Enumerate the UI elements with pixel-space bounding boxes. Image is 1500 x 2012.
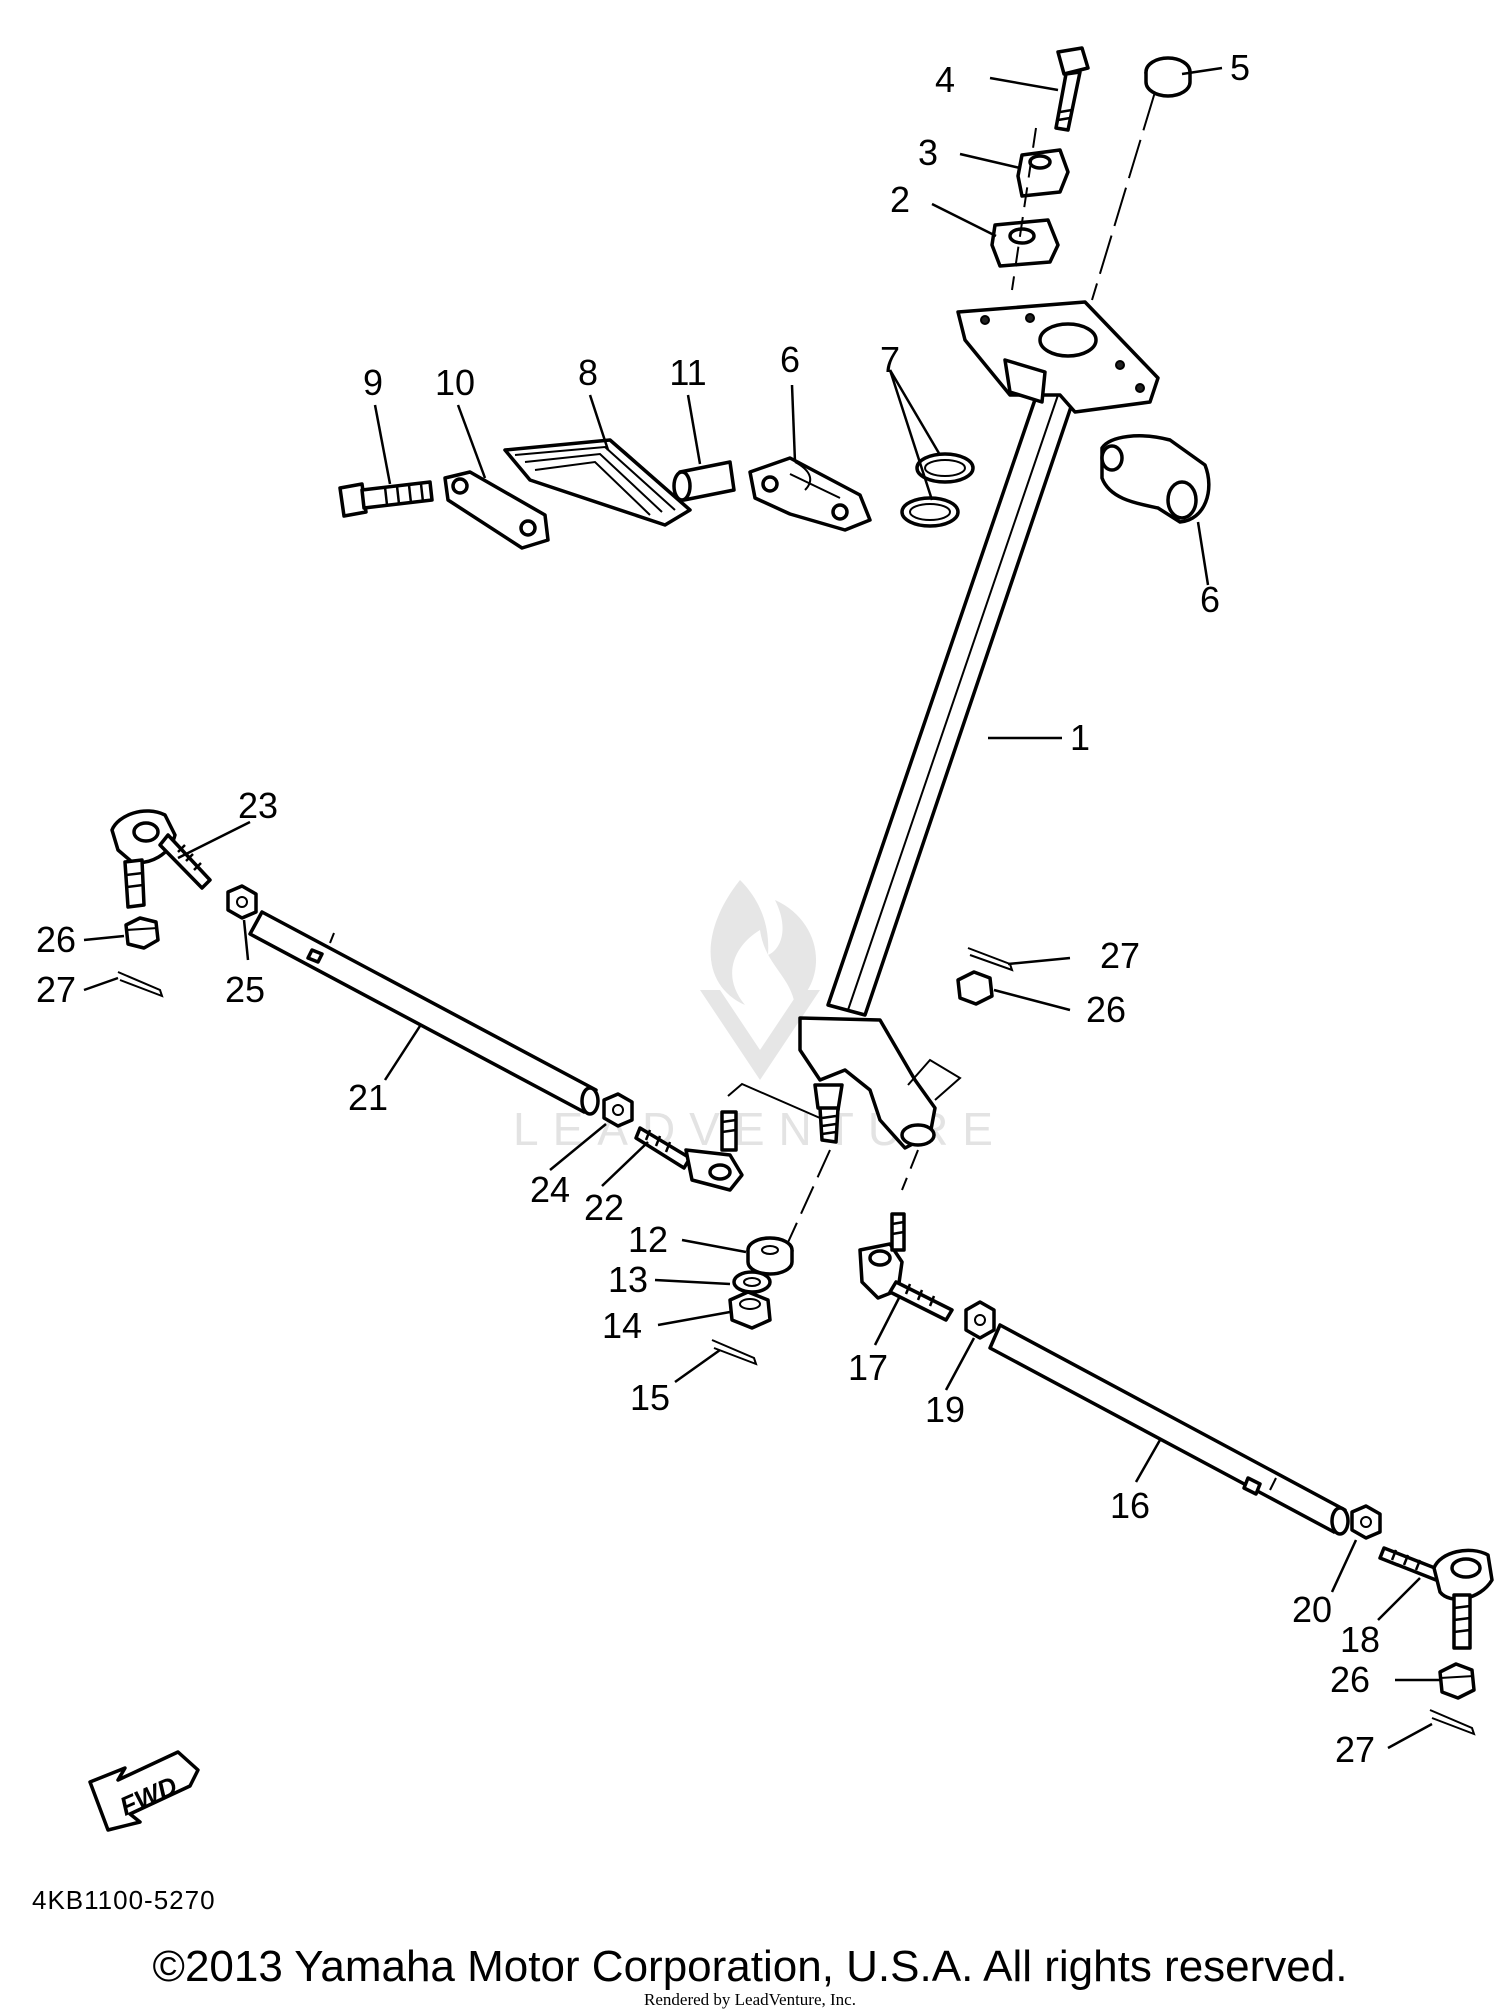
fwd-arrow-icon: FWD xyxy=(88,1750,200,1832)
bolt-4 xyxy=(1054,46,1090,132)
bushing-half-6-right xyxy=(1100,434,1211,524)
seal-7-lower xyxy=(900,496,960,528)
rendered-by-notice: Rendered by LeadVenture, Inc. xyxy=(644,1990,856,2009)
callout-27-left: 27 xyxy=(36,969,76,1010)
cap-5 xyxy=(1144,56,1192,98)
callout-20: 20 xyxy=(1292,1589,1332,1630)
callout-22: 22 xyxy=(584,1187,624,1228)
tie-rod-end-18 xyxy=(1378,1546,1494,1650)
callout-13: 13 xyxy=(608,1259,648,1300)
cotter-pin-27-center xyxy=(967,947,1014,972)
callout-24: 24 xyxy=(530,1169,570,1210)
callout-21: 21 xyxy=(348,1077,388,1118)
tie-rod-16 xyxy=(988,1323,1350,1536)
callout-19: 19 xyxy=(925,1389,965,1430)
callout-14: 14 xyxy=(602,1305,642,1346)
callout-4: 4 xyxy=(935,59,955,100)
nut-25 xyxy=(226,884,258,920)
nut-24 xyxy=(602,1092,634,1128)
callout-6-top: 6 xyxy=(780,339,800,380)
nut-14 xyxy=(728,1290,772,1330)
nut-26-center xyxy=(956,970,994,1006)
column-lower-arm xyxy=(798,1016,937,1150)
cotter-pin-27-right xyxy=(1429,1709,1476,1736)
callout-3: 3 xyxy=(918,132,938,173)
callout-7: 7 xyxy=(880,339,900,380)
spring-clip-8 xyxy=(503,438,692,527)
callout-9: 9 xyxy=(363,362,383,403)
center-line-top xyxy=(1091,91,1156,301)
callout-6-right: 6 xyxy=(1200,579,1220,620)
nut-26-right xyxy=(1438,1662,1476,1700)
callout-8: 8 xyxy=(578,352,598,393)
center-line-right xyxy=(901,1149,919,1191)
callout-27-right: 27 xyxy=(1335,1729,1375,1770)
washer-13 xyxy=(732,1270,772,1294)
leader-lines xyxy=(83,66,1440,1750)
tie-rod-end-22 xyxy=(634,1110,744,1192)
callout-16: 16 xyxy=(1110,1485,1150,1526)
nut-26-left xyxy=(124,916,160,950)
clamp-lower-2 xyxy=(990,218,1060,268)
callout-5: 5 xyxy=(1230,47,1250,88)
cotter-pin-15 xyxy=(711,1339,758,1366)
callout-10: 10 xyxy=(435,362,475,403)
callout-27-center: 27 xyxy=(1100,935,1140,976)
callout-18: 18 xyxy=(1340,1619,1380,1660)
callout-26-left: 26 xyxy=(36,919,76,960)
seal-7-upper xyxy=(915,452,975,484)
callout-15: 15 xyxy=(630,1377,670,1418)
center-line-clamp xyxy=(1011,127,1037,291)
alignment-bracket-left xyxy=(727,1082,821,1119)
callout-17: 17 xyxy=(848,1347,888,1388)
callout-23: 23 xyxy=(238,785,278,826)
nut-20 xyxy=(1350,1504,1382,1540)
washer-12 xyxy=(746,1236,794,1276)
bolt-9 xyxy=(338,480,434,518)
callout-11: 11 xyxy=(669,352,706,393)
alignment-bracket-right xyxy=(907,1058,962,1101)
callout-25: 25 xyxy=(225,969,265,1010)
bushing-half-6-left xyxy=(748,456,872,532)
collar-11 xyxy=(672,460,736,502)
lock-plate-10 xyxy=(443,470,550,550)
callout-2: 2 xyxy=(890,179,910,220)
callout-26-right: 26 xyxy=(1330,1659,1370,1700)
callout-26-center: 26 xyxy=(1086,989,1126,1030)
tie-rod-end-17 xyxy=(858,1212,954,1322)
callouts: 4 5 3 2 9 10 8 11 6 7 6 1 23 26 27 25 21… xyxy=(36,47,1380,1770)
diagram-code: 4KB1100-5270 xyxy=(32,1885,216,1915)
tie-rod-21 xyxy=(248,910,600,1116)
callout-12: 12 xyxy=(628,1219,668,1260)
nut-19 xyxy=(964,1300,996,1340)
cotter-pin-27-left xyxy=(117,971,164,998)
callout-1: 1 xyxy=(1070,717,1090,758)
column-upper-bracket xyxy=(956,300,1160,414)
clamp-upper-3 xyxy=(1016,148,1070,198)
copyright-notice: ©2013 Yamaha Motor Corporation, U.S.A. A… xyxy=(152,1942,1348,1991)
tie-rod-end-23 xyxy=(110,809,212,909)
